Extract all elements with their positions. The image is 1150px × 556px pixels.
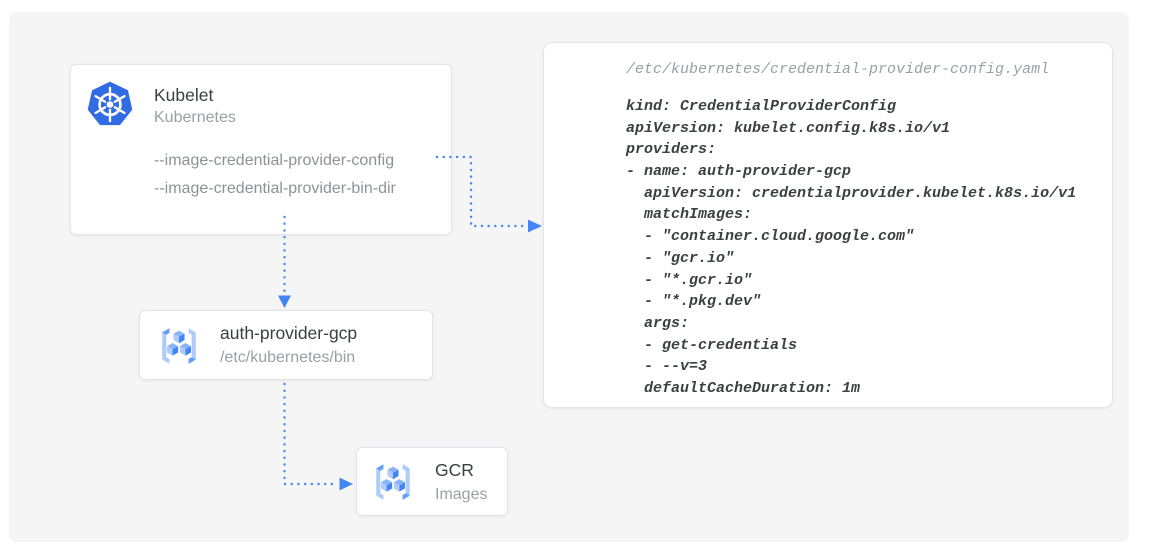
kubelet-flag-config: --image-credential-provider-config <box>154 152 395 169</box>
yaml-line: args: <box>626 314 690 332</box>
yaml-line: - "container.cloud.google.com" <box>626 228 915 246</box>
credential-provider-config-card: /etc/kubernetes/credential-provider-conf… <box>543 42 1113 408</box>
auth-provider-title: auth-provider-gcp <box>220 323 358 343</box>
yaml-line: apiVersion: credentialprovider.kubelet.k… <box>626 184 1077 202</box>
auth-provider-subtitle: /etc/kubernetes/bin <box>220 349 356 366</box>
gcr-icon <box>370 459 416 505</box>
kubelet-title: Kubelet <box>154 85 214 105</box>
kubelet-subtitle: Kubernetes <box>154 109 236 126</box>
yaml-code-block: kind: CredentialProviderConfig apiVersio… <box>626 96 1076 400</box>
yaml-line: - name: auth-provider-gcp <box>626 163 852 181</box>
gcr-subtitle: Images <box>435 486 488 503</box>
yaml-line: apiVersion: kubelet.config.k8s.io/v1 <box>626 119 951 137</box>
config-file-path: /etc/kubernetes/credential-provider-conf… <box>626 61 1050 78</box>
kubelet-flag-bin-dir: --image-credential-provider-bin-dir <box>154 180 396 197</box>
yaml-line: - "gcr.io" <box>626 249 735 267</box>
yaml-line: kind: CredentialProviderConfig <box>626 98 897 115</box>
yaml-line: providers: <box>626 141 717 159</box>
yaml-line: matchImages: <box>626 206 753 224</box>
kubelet-card: Kubelet Kubernetes --image-credential-pr… <box>70 64 452 235</box>
yaml-line: defaultCacheDuration: 1m <box>626 379 861 397</box>
gcr-icon <box>156 323 202 369</box>
gcr-card: GCR Images <box>356 447 508 516</box>
kubelet-flags: --image-credential-provider-config --ima… <box>154 147 396 203</box>
yaml-line: - get-credentials <box>626 336 798 354</box>
yaml-line: - --v=3 <box>626 358 708 376</box>
yaml-line: - "*.pkg.dev" <box>626 293 762 311</box>
auth-provider-gcp-card: auth-provider-gcp /etc/kubernetes/bin <box>139 310 433 380</box>
yaml-line: - "*.gcr.io" <box>626 271 753 289</box>
kubernetes-icon <box>85 79 135 129</box>
gcr-title: GCR <box>435 460 474 480</box>
